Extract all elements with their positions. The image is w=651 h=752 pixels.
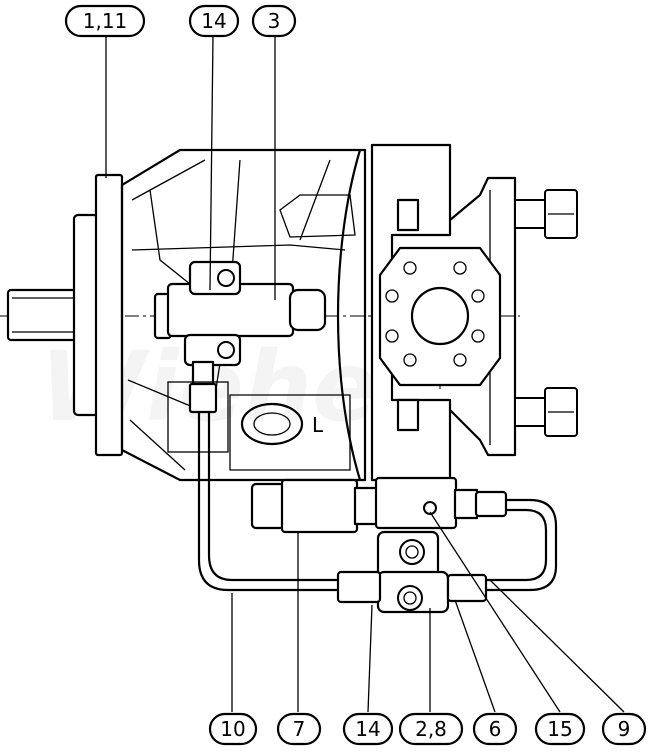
valve-block [374,476,508,530]
flange-bolt-hole [471,289,485,303]
pressure-port-flange [378,246,502,387]
drive-shaft [6,288,80,342]
flange-bolt-hole [403,261,417,275]
mounting-bolt-upper [514,189,578,239]
callout-14-top: 14 [188,4,240,38]
svg-text:14: 14 [201,9,226,33]
pipe-fitting-upper [188,360,218,414]
callout-9: 9 [601,712,647,746]
pipe-fitting-lower-left [336,570,382,604]
svg-text:2,8: 2,8 [415,717,447,741]
drain-port-l: L [240,402,324,446]
svg-text:1,11: 1,11 [83,9,128,33]
callout-1-11: 1,11 [64,4,146,38]
flange-bolt-hole [453,353,467,367]
leader-lines [105,35,625,713]
flange-bolt-hole [385,289,399,303]
pipe-fitting-lower-right [446,573,488,603]
svg-text:9: 9 [618,717,631,741]
pressure-port-bore [410,286,470,346]
flange-bolt-hole [471,329,485,343]
flange-bolt-hole [385,329,399,343]
callout-15: 15 [534,712,586,746]
mounting-flange [72,173,124,457]
mounting-bolt-lower [514,387,578,437]
control-pipe-right [484,498,558,592]
callout-6: 6 [472,712,518,746]
callout-10: 10 [208,712,258,746]
callout-3: 3 [251,4,297,38]
callout-2-8: 2,8 [398,712,464,746]
svg-text:15: 15 [547,717,572,741]
svg-text:6: 6 [489,717,502,741]
pressure-valve [336,530,488,614]
callout-7: 7 [276,712,322,746]
svg-text:3: 3 [268,9,281,33]
control-valve [153,260,327,367]
port-plate [370,143,517,482]
port-label-l: L [312,413,324,437]
solenoid-connector [250,478,382,534]
flange-bolt-hole [403,353,417,367]
flange-bolt-hole [453,261,467,275]
svg-text:14: 14 [355,717,380,741]
svg-text:7: 7 [293,717,306,741]
control-pipe-left [167,381,342,592]
callout-14-bottom: 14 [342,712,394,746]
svg-text:10: 10 [220,717,245,741]
